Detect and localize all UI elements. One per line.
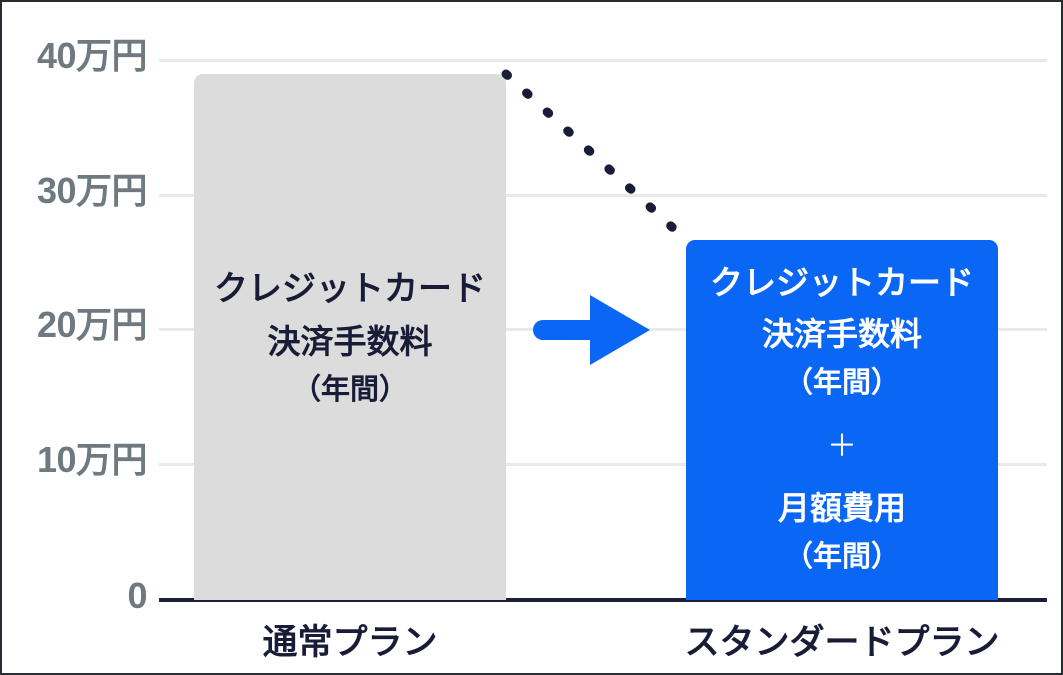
ytick-label-0: 0 [127, 575, 147, 616]
bar-standard-line-paren: （年間） [783, 367, 900, 400]
axis-baseline [159, 598, 1047, 602]
ytick-label-40: 40万円 [36, 35, 148, 76]
gridline-10 [159, 463, 1047, 466]
ytick-label-30: 30万円 [36, 170, 148, 211]
xaxis-label-standard-plan: スタンダードプラン [684, 623, 1000, 662]
bar-standard-line-paren2: （年間） [783, 541, 900, 574]
bar-normal-plan[interactable]: クレジットカード 決済手数料 （年間） [194, 74, 506, 600]
bar-normal-plan-labels: クレジットカード 決済手数料 （年間） [194, 268, 506, 409]
bar-standard-line-main: クレジットカード [710, 264, 974, 301]
xaxis-label-normal-plan: 通常プラン [262, 623, 438, 662]
ytick-label-10: 10万円 [36, 439, 148, 480]
bar-standard-line-sub: 決済手数料 [761, 316, 922, 353]
ytick-label-20: 20万円 [36, 304, 148, 345]
bar-standard-plan-labels: クレジットカード 決済手数料 （年間） ＋ 月額費用 （年間） [686, 262, 998, 576]
bar-normal-line-sub: 決済手数料 [267, 322, 433, 360]
dashed-reduction-line [501, 69, 691, 245]
bar-standard-plus-sign: ＋ [827, 430, 857, 464]
bar-normal-line-paren: （年間） [291, 373, 408, 406]
gridline-40 [159, 59, 1047, 62]
bar-normal-line-main: クレジットカード [214, 270, 486, 308]
bar-standard-plan[interactable]: クレジットカード 決済手数料 （年間） ＋ 月額費用 （年間） [686, 240, 998, 600]
bar-standard-line-sub2: 月額費用 [777, 490, 906, 527]
